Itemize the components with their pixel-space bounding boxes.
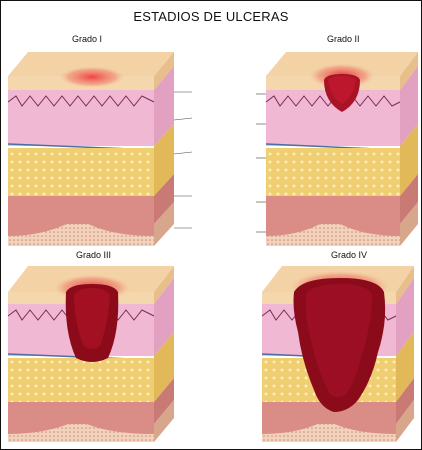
stage-3-label: Grado III xyxy=(76,250,111,260)
skin-diagram-stage-3 xyxy=(8,262,193,442)
stage-1-label: Grado I xyxy=(72,34,102,44)
stage-4-label: Grado IV xyxy=(331,250,367,260)
figure-title: ESTADIOS DE ULCERAS xyxy=(0,9,422,24)
skin-diagram-stage-2 xyxy=(262,46,422,246)
stage-2-label: Grado II xyxy=(327,34,360,44)
skin-diagram-stage-1 xyxy=(8,46,193,246)
skin-diagram-stage-4 xyxy=(262,262,422,442)
